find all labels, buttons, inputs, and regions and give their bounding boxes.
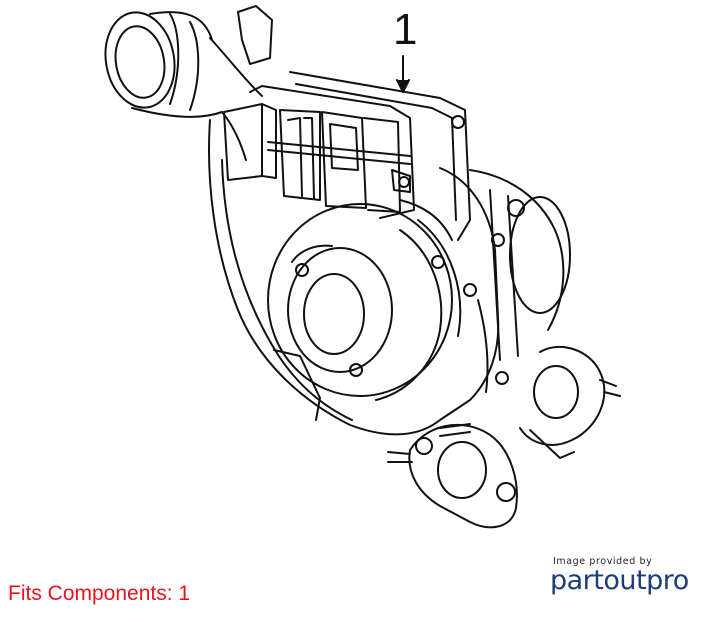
fits-components-label: Fits Components: 1 bbox=[8, 582, 191, 605]
actuator-module bbox=[223, 71, 471, 241]
turbocharger-diagram bbox=[104, 5, 621, 529]
brand-logo: partoutpro bbox=[550, 565, 689, 596]
vent-tube bbox=[237, 5, 273, 65]
brand-block: Image provided by partoutpro bbox=[550, 556, 710, 596]
outlet-flange bbox=[519, 345, 621, 459]
compressor-housing bbox=[208, 119, 500, 436]
brand-caption: Image provided by bbox=[553, 556, 653, 567]
callout-number: 1 bbox=[393, 5, 418, 54]
turbine-housing bbox=[463, 169, 571, 393]
intake-pipe bbox=[104, 11, 263, 161]
callout-arrow bbox=[396, 55, 410, 93]
compressor-inlet bbox=[267, 203, 462, 421]
inlet-flange bbox=[387, 423, 518, 529]
